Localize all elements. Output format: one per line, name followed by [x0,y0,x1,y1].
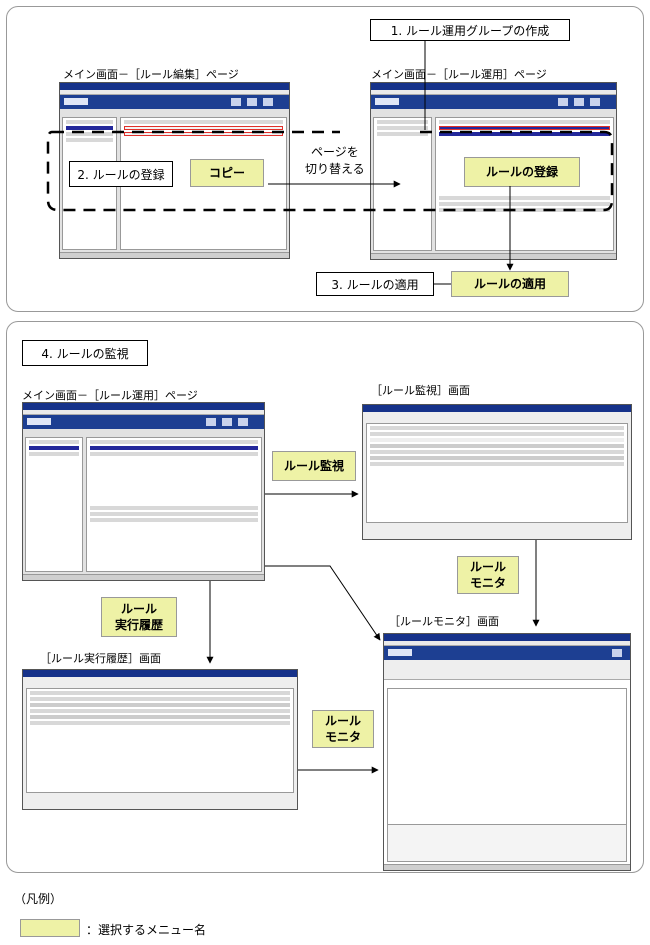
step-register-box: 2. ルールの登録 [69,161,173,187]
rule-history-screenshot [22,669,298,810]
menu-rule-register: ルールの登録 [464,157,580,187]
menu-rule-watch: ルール監視 [272,451,356,481]
legend-title: （凡例） [14,892,63,906]
edit-page-caption: メイン画面－［ルール編集］ページ [63,68,239,81]
legend-swatch [20,919,80,937]
monitor-screen-caption: ［ルール監視］画面 [371,384,470,397]
switch-page-caption: ページを 切り替える [305,145,365,176]
menu-rule-monitor-2: ルール モニタ [312,710,374,748]
ops-to-monitor-arrow [265,565,381,641]
rule-monitor-screen-caption: ［ルールモニタ］画面 [389,615,499,628]
rule-watch-screenshot [362,404,632,540]
step-create-group-box: 1. ルール運用グループの作成 [370,19,570,41]
rule-monitor-screenshot [383,633,631,871]
menu-rule-monitor-1: ルール モニタ [457,556,519,594]
ops-page-caption-top: メイン画面－［ルール運用］ページ [371,68,547,81]
dashed-copy-region [46,130,614,212]
menu-copy: コピー [190,159,264,187]
step-apply-box: 3. ルールの適用 [316,272,434,296]
legend-item-label: ：選択するメニュー名 [86,923,207,937]
ops-page-caption-bottom: メイン画面－［ルール運用］ページ [22,389,198,402]
history-screen-caption: ［ルール実行履歴］画面 [40,652,161,665]
menu-rule-apply: ルールの適用 [451,271,569,297]
rule-ops-page-screenshot-bottom [22,402,265,581]
step-monitor-box: 4. ルールの監視 [22,340,148,366]
menu-rule-history: ルール 実行履歴 [101,597,177,637]
